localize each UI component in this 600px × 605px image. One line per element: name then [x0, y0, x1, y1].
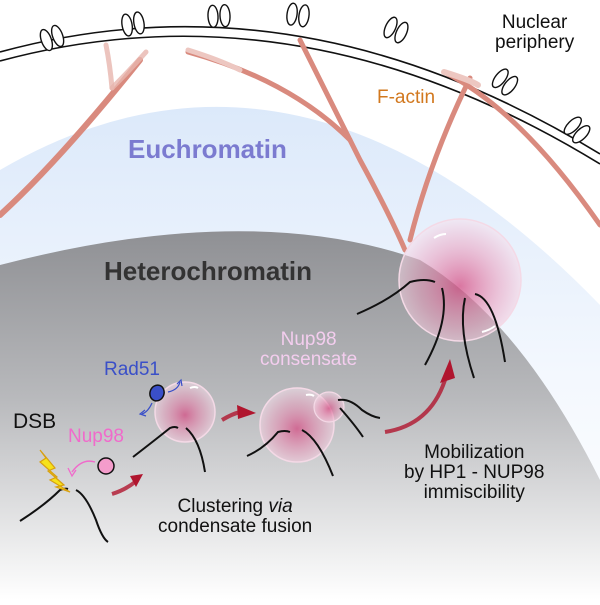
actin-filaments: [0, 37, 600, 253]
nuclear-periphery-line1: Nuclear: [501, 12, 568, 33]
clustering-line1: Clustering via: [177, 496, 293, 517]
chromatin-strands: [356, 279, 506, 379]
nuclear-pore: [207, 3, 231, 29]
actin-filament: [185, 47, 243, 73]
actin-filament: [407, 75, 473, 243]
nuclear-pore: [491, 68, 519, 96]
progress-arrow: [220, 405, 256, 422]
clustering-label: Clustering via condensate fusion: [158, 497, 312, 537]
actin-filament: [103, 42, 115, 91]
mobilization-line1: Mobilization: [424, 442, 525, 463]
small-condensate: [132, 381, 216, 473]
nup98-condensate-label: Nup98 consensate: [260, 330, 357, 370]
heterochromatin-label: Heterochromatin: [104, 256, 313, 286]
mobilization-label: Mobilization by HP1 - NUP98 immiscibilit…: [404, 443, 544, 503]
nup98-condensate-line1: Nup98: [280, 329, 337, 350]
mobilization-line2: by HP1 - NUP98: [404, 461, 545, 483]
clustering-line2: condensate fusion: [158, 515, 313, 537]
rad51-particle: [138, 378, 183, 417]
dsb-chromatin: [19, 487, 109, 543]
f-actin-label: F-actin: [377, 87, 436, 108]
nuclear-pores: [39, 2, 591, 144]
actin-filament: [441, 69, 600, 228]
nuclear-pore: [563, 116, 591, 144]
mobilization-line3: immiscibility: [423, 481, 525, 503]
fusing-condensate: [246, 387, 381, 477]
nup98-condensate-line2: consensate: [260, 348, 358, 370]
nuclear-periphery-label: Nuclear periphery: [495, 13, 574, 53]
dsb-label: DSB: [13, 410, 57, 433]
actin-filament: [297, 37, 408, 253]
nup98-label: Nup98: [68, 426, 124, 447]
nuclear-envelope: [0, 25, 600, 165]
nuclear-pore: [121, 11, 145, 37]
actin-filament: [441, 69, 481, 88]
large-condensate: [356, 218, 522, 379]
nuclear-pore: [286, 2, 310, 28]
lightning-icon: [39, 449, 71, 493]
actin-filament: [0, 57, 143, 218]
nup98-particle: [67, 457, 115, 478]
actin-filament: [109, 49, 149, 91]
rad51-label: Rad51: [104, 359, 160, 380]
progress-arrow: [111, 474, 143, 496]
nuclear-pore: [383, 16, 409, 44]
nuclear-pore: [39, 24, 65, 52]
euchromatin-label: Euchromatin: [128, 134, 287, 164]
nuclear-periphery-line2: periphery: [495, 31, 575, 53]
progress-arrow: [384, 359, 455, 434]
